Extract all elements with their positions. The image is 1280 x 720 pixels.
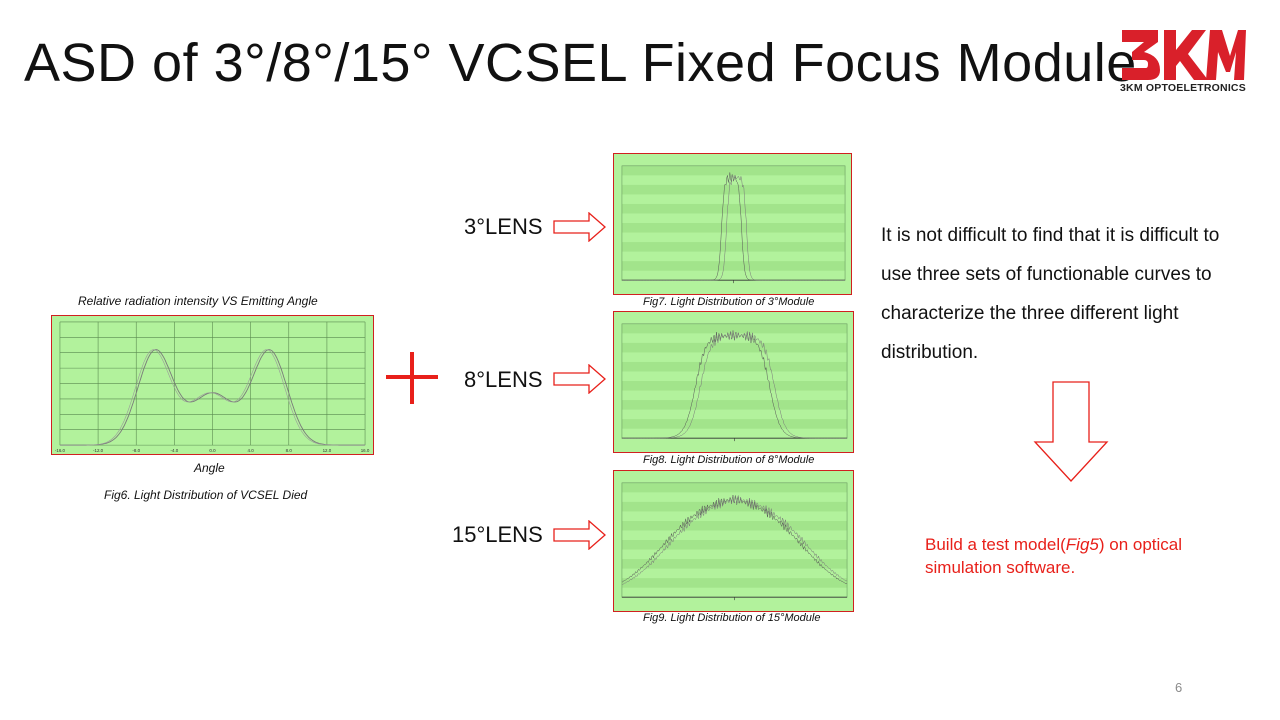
light-curve [621, 174, 846, 281]
grid-band [621, 323, 848, 334]
lens-plot-8 [621, 323, 848, 442]
arrow-right-icon [553, 520, 606, 550]
grid-band [621, 261, 846, 271]
description-text: It is not difficult to find that it is d… [881, 225, 1220, 363]
grid-band [621, 381, 848, 391]
lens-chart-3 [613, 153, 852, 295]
grid-band [621, 482, 848, 493]
lens-caption-3: Fig7. Light Distribution of 3°Module [643, 296, 815, 308]
tick-label: 8.0 [286, 448, 293, 453]
arrow-right-icon [553, 212, 606, 242]
conclusion-text: Build a test model(Fig5) on optical simu… [925, 533, 1245, 579]
vcsel-distribution-chart: -16.0 -12.0 -8.0 -4.0 0.0 4.0 8.0 12.0 16.0 [51, 315, 374, 455]
grid-band [621, 165, 846, 176]
lens-label-3: 3°LENS [464, 214, 543, 239]
grid-band [621, 342, 848, 353]
tick-label: -4.0 [171, 448, 179, 453]
tick-label: 12.0 [323, 448, 332, 453]
grid-band [621, 540, 848, 550]
left-chart-caption-top: Relative radiation intensity VS Emitting… [78, 294, 318, 308]
logo-subtitle: 3KM OPTOELETRONICS [1120, 82, 1246, 94]
grid-band [621, 184, 846, 195]
grid-band [621, 419, 848, 429]
lens-caption-15: Fig9. Light Distribution of 15°Module [643, 612, 821, 624]
grid-band [621, 578, 848, 588]
grid-band [621, 400, 848, 410]
vcsel-distribution-plot: -16.0 -12.0 -8.0 -4.0 0.0 4.0 8.0 12.0 16.0 [55, 321, 370, 453]
light-curve [621, 330, 848, 439]
lens-label-15: 15°LENS [452, 522, 543, 547]
lens-caption-8: Fig8. Light Distribution of 8°Module [643, 454, 815, 466]
arrow-right-icon [553, 364, 606, 394]
conclusion-text-after: ) on optical simulation software. [925, 535, 1183, 577]
conclusion-text-italic: Fig5 [1065, 535, 1099, 554]
lens-plot-15 [621, 482, 848, 601]
tick-label: -8.0 [132, 448, 140, 453]
grid-band [621, 242, 846, 252]
lens-plot-3 [621, 165, 846, 284]
left-chart-caption-bottom: Fig6. Light Distribution of VCSEL Died [104, 488, 308, 502]
tick-label: -12.0 [93, 448, 104, 453]
plus-sign [386, 352, 438, 404]
tick-label: 16.0 [361, 448, 370, 453]
lens-label-8: 8°LENS [464, 367, 543, 392]
grid-band [621, 223, 846, 233]
tick-label: 4.0 [248, 448, 255, 453]
grid-band [621, 501, 848, 512]
slide-title: ASD of 3°/8°/15° VCSEL Fixed Focus Modul… [24, 33, 1137, 93]
grid-band [621, 559, 848, 569]
left-chart-axis-label: Angle [194, 461, 225, 475]
tick-label: -16.0 [55, 448, 66, 453]
distribution-curve [59, 349, 366, 446]
grid-band [621, 203, 846, 214]
light-curve [621, 495, 848, 585]
grid-band [621, 520, 848, 531]
page-number: 6 [1175, 680, 1183, 695]
company-logo [1122, 30, 1246, 80]
lens-chart-8 [613, 311, 854, 453]
arrow-down-icon [1033, 381, 1109, 482]
tick-label: 0.0 [209, 448, 216, 453]
conclusion-text-before: Build a test model( [925, 535, 1066, 554]
grid-band [621, 361, 848, 372]
lens-chart-15 [613, 470, 854, 612]
